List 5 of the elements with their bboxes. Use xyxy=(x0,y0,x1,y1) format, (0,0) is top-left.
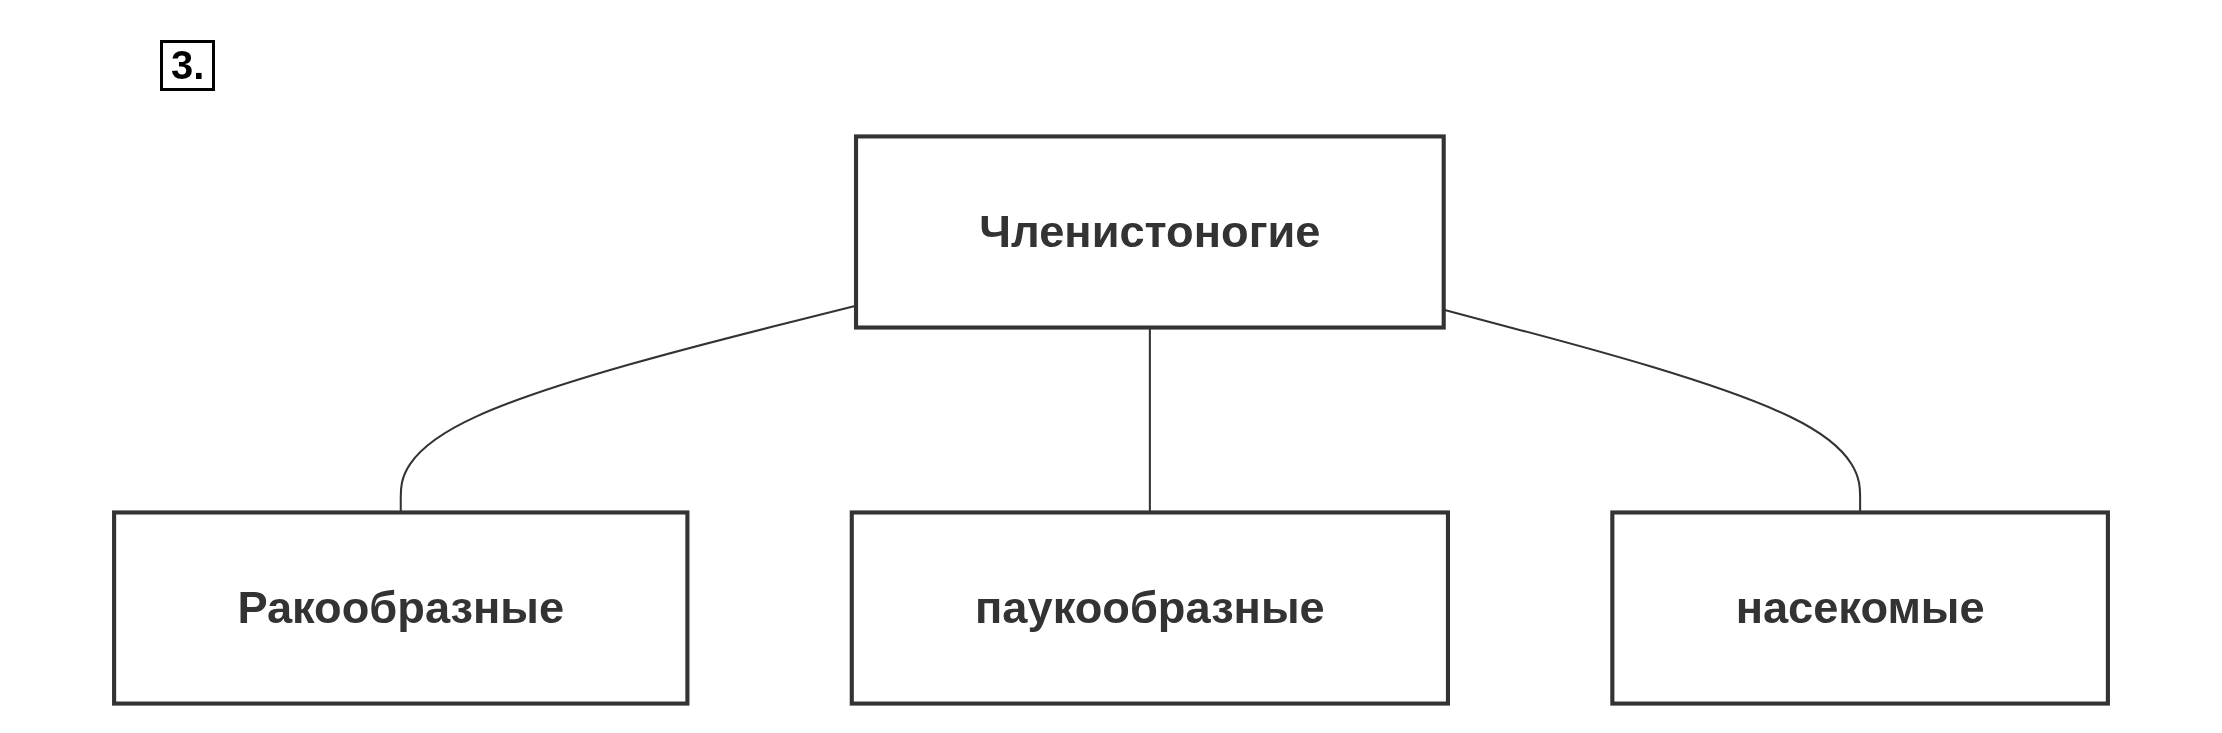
node-box: Членистоногие xyxy=(853,134,1446,330)
task-number: 3. xyxy=(160,40,216,91)
node-box: Ракообразные xyxy=(112,510,690,706)
node-box: паукообразные xyxy=(849,510,1450,706)
node-box: насекомые xyxy=(1610,510,2110,706)
